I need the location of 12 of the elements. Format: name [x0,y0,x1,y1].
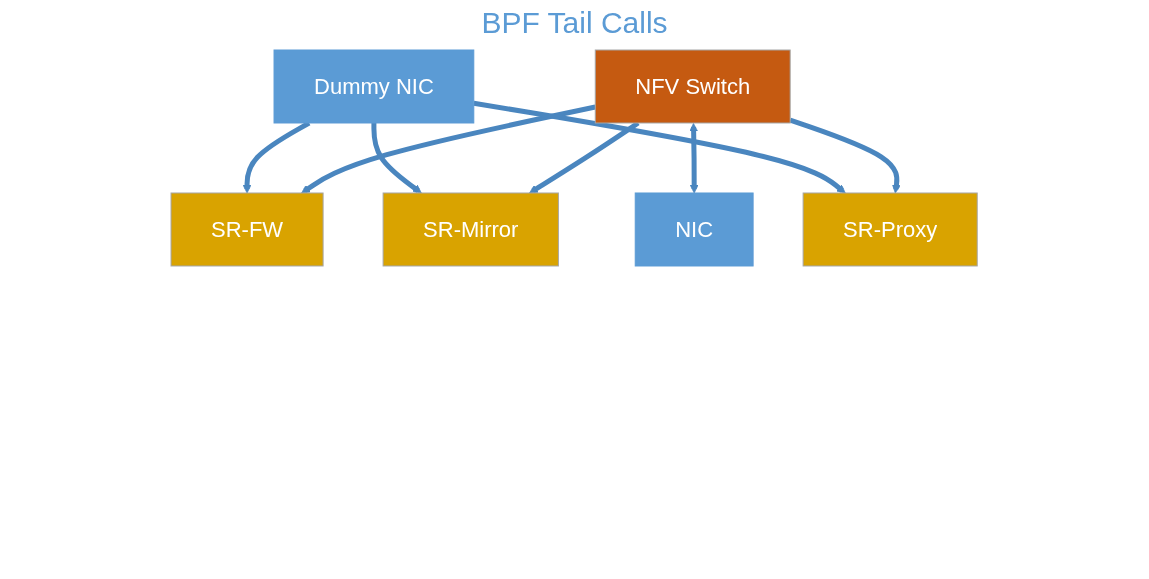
node-box: SR-FW [170,192,324,267]
arrow [689,123,699,194]
diagram-title: BPF Tail Calls [480,6,669,40]
arrow [473,100,846,194]
node-box: SR-Proxy [803,192,979,267]
node-box: Dummy NIC [273,49,475,124]
node-box: SR-Mirror [383,192,560,267]
arrow [301,104,597,194]
node-box: NFV Switch [595,49,792,124]
arrow [789,117,902,194]
arrow [371,123,423,194]
node-box: NIC [635,192,754,267]
